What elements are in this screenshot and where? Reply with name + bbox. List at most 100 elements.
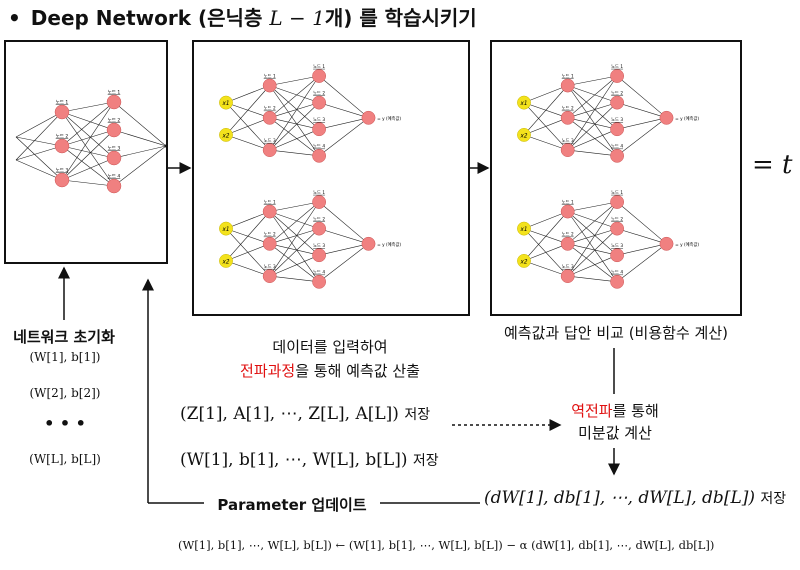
- fwd-bottom-edge: [269, 201, 320, 212]
- fwd-top-edge: [269, 128, 320, 151]
- init-hidden2-label: 노드 3: [108, 146, 121, 152]
- init-edge: [15, 111, 63, 138]
- page-title: •Deep Network (은닉층 L − 1개) 를 학습시키기: [8, 2, 477, 31]
- init-param-L: (W[L], b[L]): [29, 452, 101, 466]
- init-hidden2-label: 노드 1: [108, 90, 121, 96]
- fwd-top-output-label: = y (예측값): [377, 115, 401, 122]
- fwd-bottom-input-node: [219, 254, 233, 268]
- fwd-bottom-edge: [225, 211, 270, 229]
- init-edge: [113, 145, 166, 159]
- cmp-bottom-hidden2-node: [610, 221, 624, 236]
- target-label: = t: [752, 150, 793, 180]
- forward-caption-line2: 전파과정을 통해 예측값 산출: [190, 360, 470, 381]
- fwd-top-hidden2-label: 노드 1: [313, 64, 325, 70]
- fwd-bottom-edge: [269, 201, 320, 245]
- init-edge: [61, 145, 115, 187]
- init-edge: [61, 129, 115, 147]
- cmp-top-hidden2-label: 노드 1: [611, 64, 623, 70]
- fwd-top-hidden2-node: [312, 148, 326, 163]
- store-parameters-word: 저장: [412, 453, 439, 469]
- cmp-bottom-hidden1-node: [560, 204, 575, 219]
- cmp-bottom-edge: [567, 211, 618, 282]
- fwd-top-hidden1-node: [262, 143, 277, 157]
- fwd-top-edge: [225, 85, 270, 136]
- fwd-top-edge: [269, 85, 320, 130]
- cmp-top-hidden2-node: [610, 69, 624, 83]
- cmp-bottom-hidden2-label: 노드 1: [611, 190, 623, 196]
- cmp-top-edge: [567, 149, 618, 157]
- fwd-bottom-input-node: [219, 221, 233, 236]
- fwd-top-hidden2-label: 노드 3: [313, 117, 325, 123]
- cmp-bottom-edge: [616, 243, 667, 283]
- fwd-top-edge: [269, 117, 320, 157]
- fwd-top-input-label: x1: [222, 101, 230, 107]
- cmp-top-edge: [567, 85, 618, 156]
- cmp-top-edge: [567, 75, 618, 86]
- cmp-bottom-hidden2-node: [610, 195, 624, 209]
- fwd-top-input-label: x2: [222, 133, 230, 139]
- cmp-top-hidden1-node: [560, 110, 575, 125]
- fwd-bottom-hidden1-label: 노드 1: [264, 199, 276, 205]
- fwd-bottom-edge: [318, 201, 369, 245]
- cmp-top-edge: [523, 85, 568, 136]
- fwd-bottom-hidden1-node: [262, 204, 277, 219]
- init-hidden2-node: [106, 150, 122, 166]
- fwd-top-edge: [225, 134, 270, 151]
- cmp-top-edge: [617, 117, 667, 130]
- cmp-bottom-edge: [523, 211, 568, 262]
- fwd-bottom-hidden2-label: 노드 4: [313, 270, 325, 276]
- cmp-bottom-edge: [567, 275, 618, 283]
- init-edge: [61, 111, 115, 187]
- cmp-top-input-label: x1: [520, 101, 528, 107]
- fwd-top-edge: [319, 102, 369, 119]
- init-hidden2-node: [106, 122, 122, 138]
- cmp-bottom-input-label: x2: [520, 259, 528, 265]
- cmp-bottom-output-label: = y (예측값): [675, 241, 699, 248]
- cmp-bottom-input-node: [517, 221, 531, 236]
- fwd-top-edge: [269, 75, 320, 151]
- fwd-bottom-edge: [225, 243, 270, 262]
- cmp-top-edge: [567, 75, 618, 151]
- store-gradients: (dW[1], db[1], ⋯, dW[L], db[L]) 저장: [484, 488, 786, 508]
- backprop-caption-line2: 미분값 계산: [578, 424, 652, 442]
- init-edge: [15, 159, 63, 181]
- cmp-top-hidden1-label: 노드 2: [562, 106, 574, 112]
- cmp-top-hidden2-node: [610, 148, 624, 163]
- fwd-top-edge: [225, 117, 270, 136]
- fwd-top-hidden1-label: 노드 1: [264, 73, 276, 79]
- fwd-top-edge: [269, 85, 320, 103]
- fwd-bottom-hidden1-node: [262, 269, 277, 284]
- fwd-top-hidden1-node: [262, 78, 277, 93]
- fwd-bottom-hidden2-label: 노드 1: [313, 190, 325, 196]
- initial-network-diagram: 노드 1노드 2노드 3노드 1노드 2노드 3노드 4: [15, 90, 166, 194]
- cmp-top-edge: [567, 117, 618, 130]
- fwd-bottom-edge: [318, 243, 369, 283]
- init-hidden2-node: [106, 178, 122, 194]
- cmp-top-edge: [616, 117, 667, 157]
- cmp-top-hidden1-label: 노드 1: [562, 73, 574, 79]
- cmp-top-output-label: = y (예측값): [675, 115, 699, 122]
- cmp-bottom-input-node: [517, 254, 531, 268]
- cmp-bottom-edge: [523, 260, 568, 277]
- store-gradients-word: 저장: [760, 491, 787, 507]
- init-hidden2-node: [106, 94, 122, 110]
- title-prefix: Deep Network (은닉층: [30, 6, 270, 30]
- cmp-top-hidden2-node: [610, 95, 624, 110]
- cmp-bottom-hidden2-label: 노드 2: [611, 216, 623, 222]
- fwd-bottom-input-label: x2: [222, 259, 230, 265]
- cmp-top-edge: [616, 75, 667, 119]
- cmp-top-edge: [617, 102, 667, 119]
- fwd-bottom-hidden1-node: [262, 236, 277, 251]
- cmp-bottom-edge: [567, 228, 618, 245]
- fwd-top-edge: [269, 85, 320, 156]
- cmp-bottom-edge: [567, 243, 618, 256]
- fwd-bottom-edge: [269, 211, 320, 229]
- cmp-top-hidden2-label: 노드 4: [611, 144, 623, 150]
- cmp-top-hidden1-node: [560, 143, 575, 157]
